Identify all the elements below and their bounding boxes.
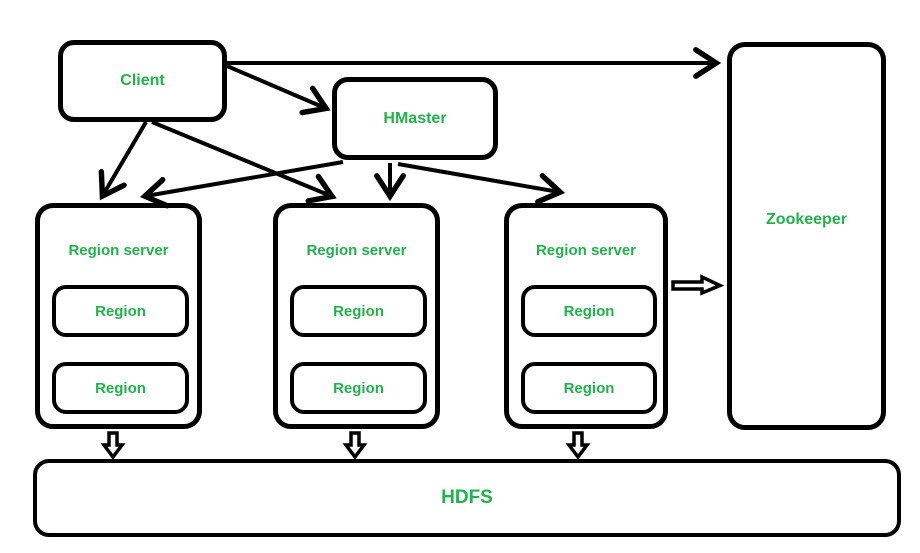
region-node: Region — [521, 285, 657, 337]
region-label: Region — [95, 379, 146, 397]
region-node: Region — [521, 362, 657, 414]
hollow-arrow-regionserver2-hdfs — [342, 431, 368, 460]
client-label: Client — [120, 72, 165, 89]
hollow-arrow-regionserver1-hdfs — [100, 431, 126, 460]
arrow-hmaster-regionserver3 — [397, 162, 566, 205]
zookeeper-node: Zookeeper — [727, 42, 886, 430]
region-label: Region — [563, 379, 615, 397]
arrow-client-regionserver2 — [151, 120, 337, 204]
region-label: Region — [563, 302, 615, 320]
region-server-3-node: Region server Region Region — [504, 203, 668, 429]
hollow-arrow-regionserver3-zookeeper — [671, 274, 725, 296]
hdfs-label: HDFS — [441, 487, 493, 508]
region-server-3-label: Region server — [535, 242, 637, 259]
region-server-2-label: Region server — [306, 242, 407, 259]
hdfs-node: HDFS — [33, 459, 901, 537]
arrow-client-regionserver1 — [98, 120, 148, 201]
zookeeper-label: Zookeeper — [766, 211, 847, 228]
region-server-2-node: Region server Region Region — [273, 203, 440, 429]
region-node: Region — [290, 362, 427, 414]
client-node: Client — [58, 40, 227, 122]
hmaster-label: HMaster — [383, 109, 447, 127]
region-label: Region — [333, 379, 384, 397]
region-node: Region — [52, 362, 189, 414]
region-node: Region — [52, 285, 189, 337]
hollow-arrow-regionserver3-hdfs — [565, 431, 591, 460]
region-node: Region — [290, 285, 427, 337]
region-server-1-label: Region server — [68, 242, 169, 259]
arrow-client-hmaster — [226, 64, 331, 116]
region-label: Region — [95, 302, 146, 320]
region-server-1-node: Region server Region Region — [35, 203, 202, 429]
region-label: Region — [333, 302, 384, 320]
hmaster-node: HMaster — [332, 77, 498, 160]
arrow-hmaster-regionserver1 — [139, 160, 344, 209]
